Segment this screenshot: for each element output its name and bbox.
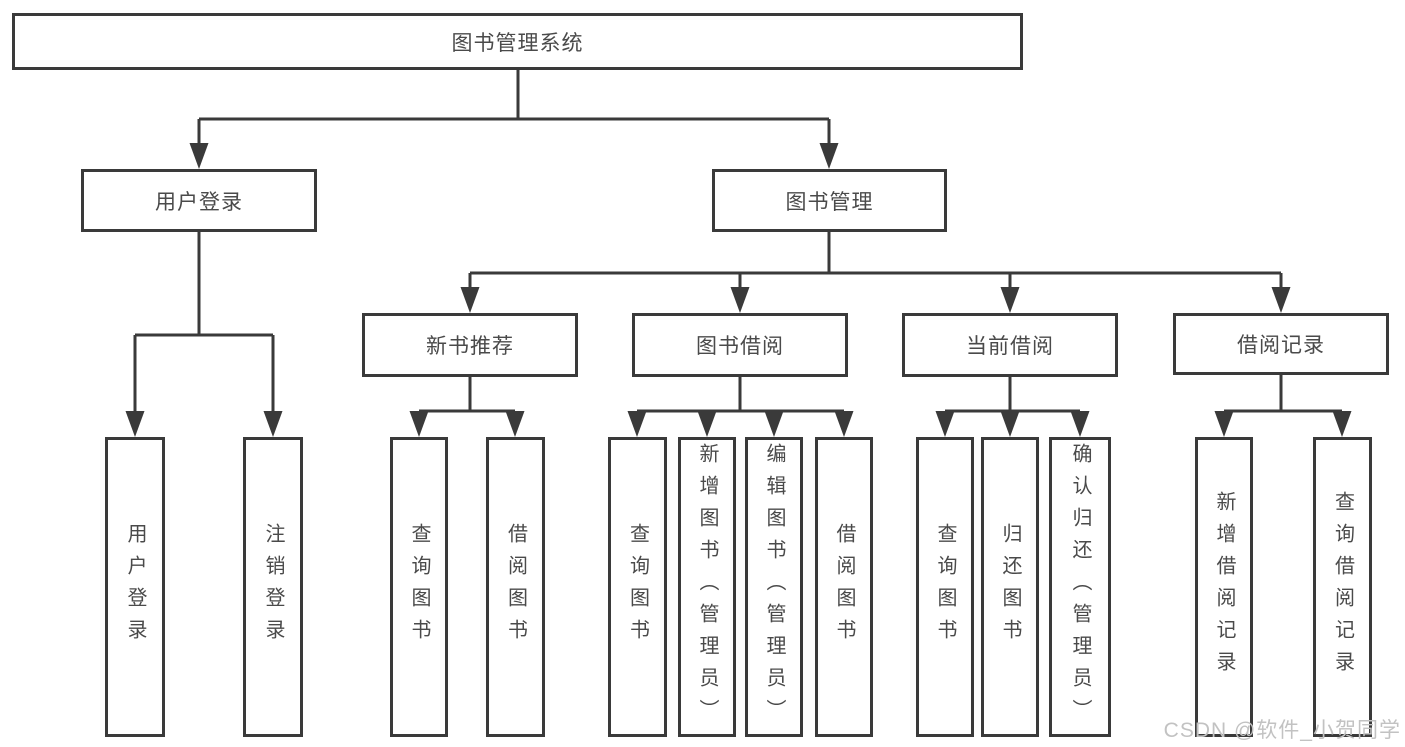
- connector-user-login-to-leaves: [125, 232, 283, 437]
- leaf-borrowing-query-books: 查询图书: [608, 437, 667, 737]
- connector-book-borrowing-to-leaves: [627, 377, 854, 437]
- leaf-label: 借阅图书: [833, 523, 855, 651]
- leaf-current-confirm-return-admin: 确认归还（管理员）: [1049, 437, 1111, 737]
- arrowhead-icon: [834, 411, 854, 437]
- leaf-newbook-query-books: 查询图书: [390, 437, 448, 737]
- connector-root-to-level2: [189, 70, 839, 169]
- leaf-current-query-books: 查询图书: [916, 437, 974, 737]
- leaf-label: 编辑图书（管理员）: [763, 443, 785, 731]
- arrowhead-icon: [627, 411, 647, 437]
- leaf-records-add-record: 新增借阅记录: [1195, 437, 1253, 737]
- leaf-label: 新增图书（管理员）: [696, 443, 718, 731]
- leaf-user-login: 用户登录: [105, 437, 165, 737]
- leaf-label: 查询图书: [626, 523, 649, 651]
- leaf-newbook-borrow-books: 借阅图书: [486, 437, 545, 737]
- arrowhead-icon: [505, 411, 525, 437]
- node-book-management: 图书管理: [712, 169, 947, 232]
- node-new-book-recommend: 新书推荐: [362, 313, 578, 377]
- connector-current-borrowing-to-leaves: [935, 377, 1090, 437]
- arrowhead-icon: [730, 287, 750, 313]
- arrowhead-icon: [935, 411, 955, 437]
- arrowhead-icon: [1000, 287, 1020, 313]
- watermark: CSDN @软件_小贺同学: [1163, 719, 1401, 742]
- leaf-current-return-books: 归还图书: [981, 437, 1039, 737]
- arrowhead-icon: [697, 411, 717, 437]
- leaf-label: 查询借阅记录: [1331, 491, 1354, 683]
- leaf-label: 注销登录: [262, 523, 284, 651]
- arrowhead-icon: [263, 411, 283, 437]
- arrowhead-icon: [764, 411, 784, 437]
- connector-new-books-to-leaves: [409, 377, 525, 437]
- node-user-login: 用户登录: [81, 169, 317, 232]
- leaf-label: 新增借阅记录: [1213, 491, 1235, 683]
- leaf-records-query-record: 查询借阅记录: [1313, 437, 1372, 737]
- arrowhead-icon: [1214, 411, 1234, 437]
- arrowhead-icon: [189, 143, 209, 169]
- arrowhead-icon: [1332, 411, 1352, 437]
- leaf-label: 查询图书: [934, 523, 956, 651]
- leaf-borrowing-edit-books-admin: 编辑图书（管理员）: [745, 437, 803, 737]
- leaf-label: 用户登录: [124, 523, 146, 651]
- arrowhead-icon: [1070, 411, 1090, 437]
- leaf-label: 查询图书: [408, 523, 430, 651]
- arrowhead-icon: [125, 411, 145, 437]
- arrowhead-icon: [1271, 287, 1291, 313]
- leaf-borrowing-borrow-books: 借阅图书: [815, 437, 873, 737]
- connector-borrowing-records-to-leaves: [1214, 374, 1352, 437]
- node-borrowing-records: 借阅记录: [1173, 313, 1389, 375]
- arrowhead-icon: [1000, 411, 1020, 437]
- node-current-borrowing: 当前借阅: [902, 313, 1118, 377]
- arrowhead-icon: [460, 287, 480, 313]
- connector-book-management-to-level3: [460, 232, 1291, 313]
- leaf-borrowing-add-books-admin: 新增图书（管理员）: [678, 437, 736, 737]
- node-book-borrowing: 图书借阅: [632, 313, 848, 377]
- arrowhead-icon: [819, 143, 839, 169]
- leaf-label: 借阅图书: [504, 523, 527, 651]
- leaf-label: 归还图书: [999, 523, 1021, 651]
- leaf-logout: 注销登录: [243, 437, 303, 737]
- arrowhead-icon: [409, 411, 429, 437]
- leaf-label: 确认归还（管理员）: [1069, 443, 1091, 731]
- node-root: 图书管理系统: [12, 13, 1023, 70]
